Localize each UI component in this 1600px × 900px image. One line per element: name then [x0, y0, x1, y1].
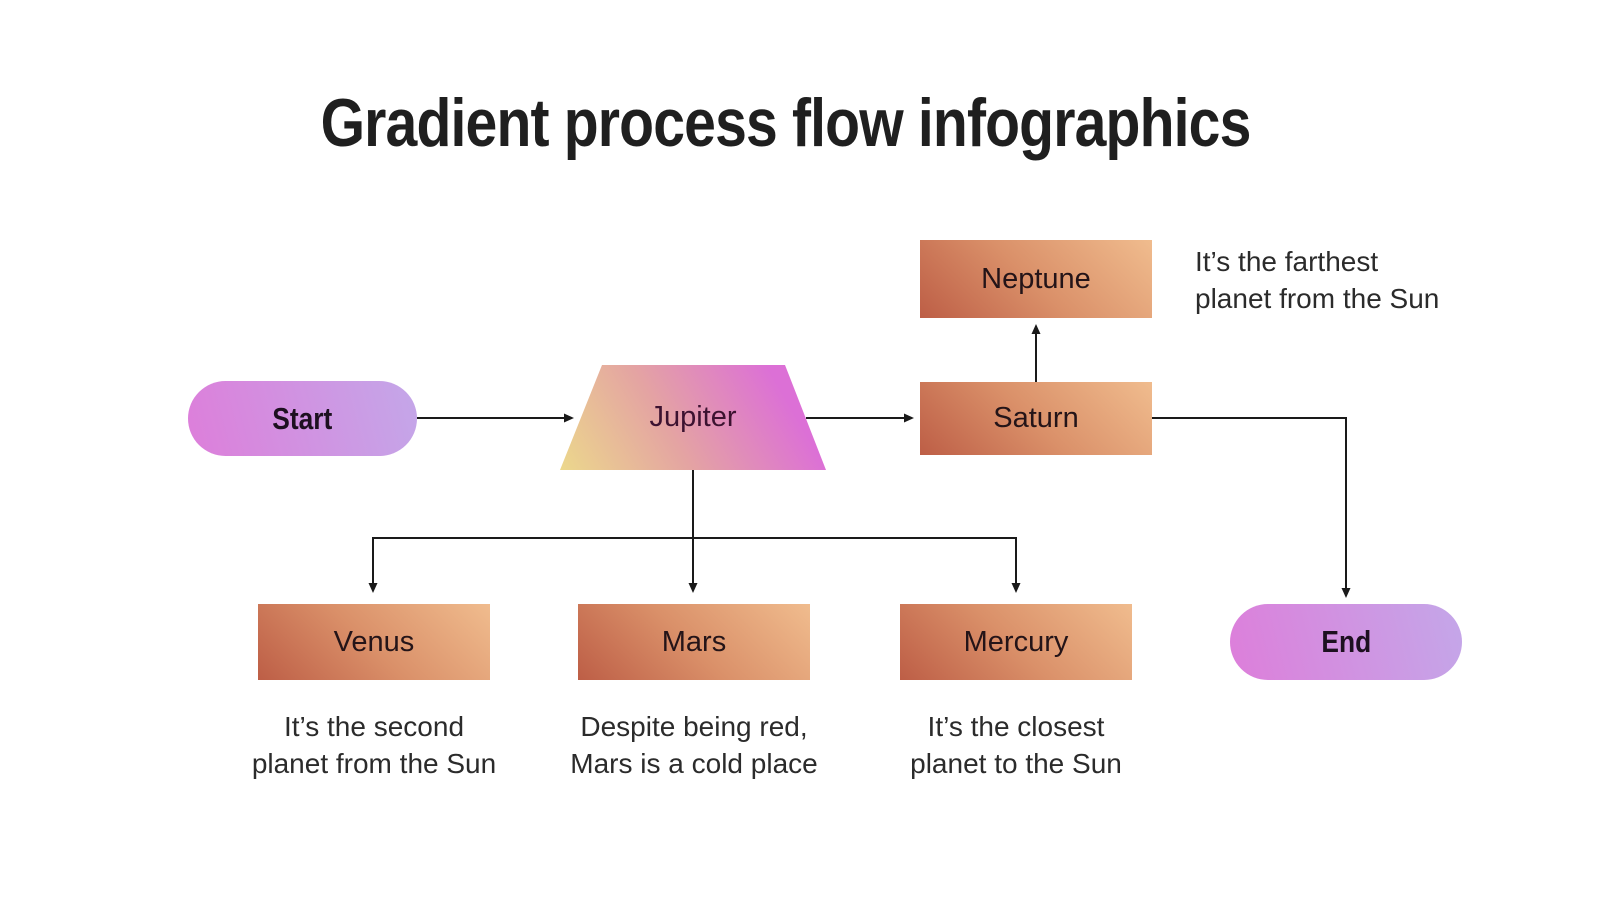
- flow-node-start-label: Start: [272, 400, 333, 436]
- flow-node-mercury: Mercury: [900, 604, 1132, 680]
- neptune-annotation: It’s the farthest planet from the Sun: [1195, 243, 1439, 317]
- mercury-annotation: It’s the closest planet to the Sun: [816, 708, 1216, 782]
- venus-annotation: It’s the second planet from the Sun: [174, 708, 574, 782]
- flow-node-jupiter-label: Jupiter: [649, 401, 737, 433]
- neptune-annotation-line2: planet from the Sun: [1195, 283, 1440, 314]
- flow-node-neptune: Neptune: [920, 240, 1152, 318]
- mercury-annotation-line2: planet to the Sun: [910, 748, 1122, 779]
- venus-annotation-line1: It’s the second: [283, 711, 465, 742]
- edge-saturn-end: [1152, 417, 1351, 598]
- flow-node-end-label: End: [1321, 624, 1371, 659]
- flow-node-mars-label: Mars: [661, 625, 727, 658]
- flow-node-venus: Venus: [258, 604, 490, 680]
- flow-node-saturn: Saturn: [920, 382, 1152, 455]
- neptune-annotation-line1: It’s the farthest: [1195, 246, 1379, 277]
- flow-node-start: Start: [188, 381, 417, 456]
- venus-annotation-line2: planet from the Sun: [251, 748, 497, 779]
- mercury-annotation-line1: It’s the closest: [927, 711, 1105, 742]
- flow-node-mercury-label: Mercury: [963, 625, 1069, 658]
- flow-node-mars: Mars: [578, 604, 810, 680]
- mars-annotation-line1: Despite being red,: [580, 711, 808, 742]
- mars-annotation-line2: Mars is a cold place: [570, 748, 818, 779]
- flow-node-venus-label: Venus: [333, 625, 415, 658]
- flow-node-neptune-label: Neptune: [981, 262, 1091, 295]
- flow-node-saturn-label: Saturn: [993, 402, 1079, 434]
- page-title-text: Gradient process flow infographics: [321, 85, 1252, 161]
- page-title: Gradient process flow infographics: [0, 84, 1572, 162]
- flow-node-end: End: [1230, 604, 1462, 680]
- mars-annotation: Despite being red, Mars is a cold place: [494, 708, 894, 782]
- flow-node-jupiter: Jupiter: [560, 365, 826, 470]
